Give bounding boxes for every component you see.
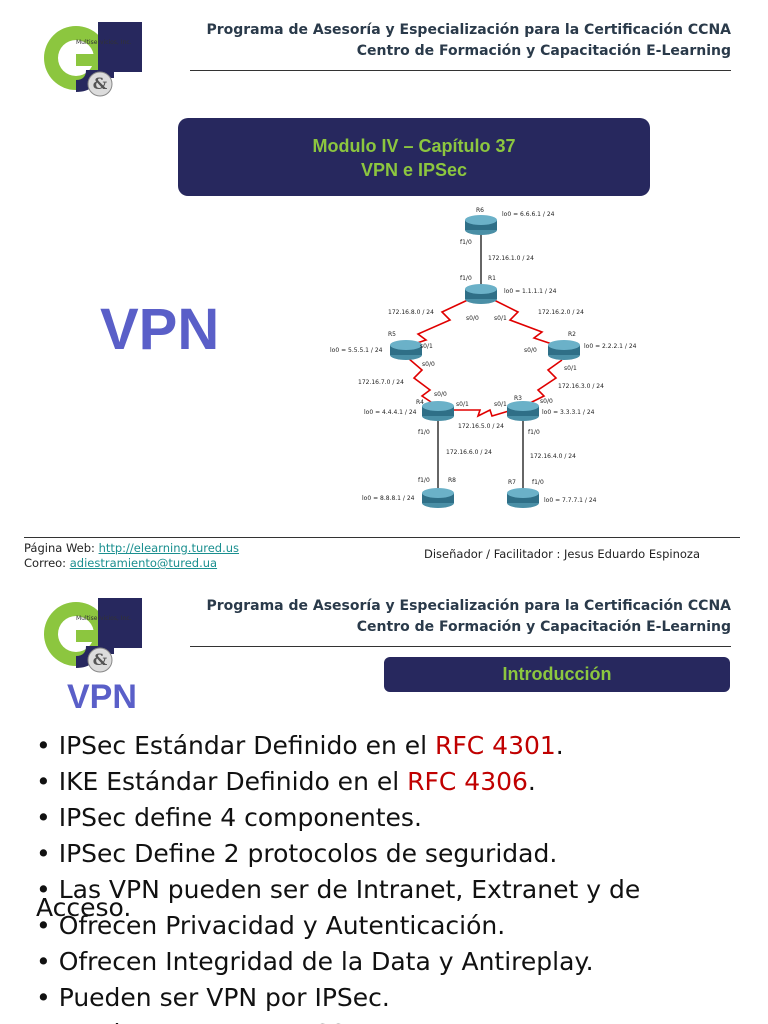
label-net-r1-r5: 172.16.8.0 / 24 bbox=[388, 309, 434, 316]
label-r3-f10: f1/0 bbox=[528, 429, 540, 436]
router-r3 bbox=[507, 401, 539, 421]
designer-credit: Diseñador / Facilitador : Jesus Eduardo … bbox=[424, 547, 700, 561]
label-r1-s01: s0/1 bbox=[494, 315, 507, 322]
label-r4-f10: f1/0 bbox=[418, 429, 430, 436]
title-box: Modulo IV – Capítulo 37 VPN e IPSec bbox=[178, 118, 650, 196]
label-net-r4-r8: 172.16.6.0 / 24 bbox=[446, 449, 492, 456]
router-r7 bbox=[507, 488, 539, 508]
label-r6-if: f1/0 bbox=[460, 239, 472, 246]
label-r5-s00: s0/0 bbox=[422, 361, 435, 368]
svg-text:Multiservicios, Inc.: Multiservicios, Inc. bbox=[76, 39, 132, 46]
footer-contacts: Página Web: http://elearning.tured.us Co… bbox=[24, 541, 239, 571]
label-r2-lo: lo0 = 2.2.2.1 / 24 bbox=[584, 343, 637, 350]
bullet-item: • Las VPN pueden ser de Intranet, Extran… bbox=[36, 872, 736, 922]
router-r8 bbox=[422, 488, 454, 508]
label-r7-if: f1/0 bbox=[532, 479, 544, 486]
label-r4-s01: s0/1 bbox=[456, 401, 469, 408]
label-r2-name: R2 bbox=[568, 331, 576, 338]
svg-text:&: & bbox=[93, 650, 108, 669]
router-r5 bbox=[390, 340, 422, 360]
router-r2 bbox=[548, 340, 580, 360]
title-line-1: Modulo IV – Capítulo 37 bbox=[312, 136, 516, 156]
company-logo-2: & Multiservicios, Inc. bbox=[40, 590, 150, 678]
link-r2-r3 bbox=[527, 359, 563, 405]
label-r6-lo: lo0 = 6.6.6.1 / 24 bbox=[502, 211, 555, 218]
vpn-label: VPN bbox=[67, 678, 137, 716]
network-diagram: R6 lo0 = 6.6.6.1 / 24 f1/0 172.16.1.0 / … bbox=[330, 207, 637, 508]
title-line-2: VPN e IPSec bbox=[360, 160, 468, 180]
section-title-box: Introducción bbox=[384, 657, 730, 692]
label-r8-name: R8 bbox=[448, 477, 456, 484]
label-r2-s00: s0/0 bbox=[524, 347, 537, 354]
header-line-2: Centro de Formación y Capacitación E-Lea… bbox=[356, 619, 731, 635]
link-r4-r3 bbox=[448, 408, 513, 418]
rfc-4306: RFC 4306 bbox=[407, 767, 528, 796]
label-net-r3-r7: 172.16.4.0 / 24 bbox=[530, 453, 576, 460]
company-logo: & Multiservicios, Inc. bbox=[40, 14, 150, 102]
header-line-1: Programa de Asesoría y Especialización p… bbox=[206, 598, 731, 614]
web-label: Página Web: bbox=[24, 541, 99, 555]
label-r7-name: R7 bbox=[508, 479, 516, 486]
slide-1: & Multiservicios, Inc. Programa de Aseso… bbox=[24, 14, 740, 571]
label-r1-name: R1 bbox=[488, 275, 496, 282]
label-r8-lo: lo0 = 8.8.8.1 / 24 bbox=[362, 495, 415, 502]
mail-label: Correo: bbox=[24, 556, 70, 570]
bullet-item: • Pueden ser VPN por IPSec. bbox=[36, 983, 390, 1012]
vpn-big-label: VPN bbox=[100, 297, 220, 362]
bullet-item: • IPSec Define 2 protocolos de seguridad… bbox=[36, 839, 558, 868]
label-r5-name: R5 bbox=[388, 331, 396, 338]
bullet-list: • IPSec Estándar Definido en el RFC 4301… bbox=[36, 728, 736, 1024]
link-r5-r4 bbox=[407, 357, 435, 405]
svg-text:Multiservicios, Inc.: Multiservicios, Inc. bbox=[76, 615, 132, 622]
label-r1-s00: s0/0 bbox=[466, 315, 479, 322]
label-net-r2-r3: 172.16.3.0 / 24 bbox=[558, 383, 604, 390]
label-r1-lo: lo0 = 1.1.1.1 / 24 bbox=[504, 288, 557, 295]
label-r4-lo: lo0 = 4.4.4.1 / 24 bbox=[364, 409, 417, 416]
label-r6: R6 bbox=[476, 207, 484, 214]
label-r1-if-top: f1/0 bbox=[460, 275, 472, 282]
bullet-item: • IPSec define 4 componentes. bbox=[36, 803, 422, 832]
rfc-4301: RFC 4301 bbox=[435, 731, 556, 760]
label-net-r4-r3: 172.16.5.0 / 24 bbox=[458, 423, 504, 430]
mail-link[interactable]: adiestramiento@tured.ua bbox=[69, 556, 218, 570]
header-divider-2 bbox=[190, 646, 731, 647]
label-r3-s00: s0/0 bbox=[540, 398, 553, 405]
bullet-wrap-overlap: Acceso. bbox=[36, 893, 132, 922]
label-r4-s00: s0/0 bbox=[434, 391, 447, 398]
slide-2: & Multiservicios, Inc. Programa de Aseso… bbox=[0, 578, 768, 1024]
label-r3-s01: s0/1 bbox=[494, 401, 507, 408]
link-r1-r5 bbox=[407, 297, 473, 347]
label-r7-lo: lo0 = 7.7.7.1 / 24 bbox=[544, 497, 597, 504]
svg-text:&: & bbox=[93, 74, 108, 93]
label-r8-if: f1/0 bbox=[418, 477, 430, 484]
bullet-item: • Pueden ser VPN por SSL. bbox=[36, 1016, 736, 1024]
label-r2-s01: s0/1 bbox=[564, 365, 577, 372]
header-line-2: Centro de Formación y Capacitación E-Lea… bbox=[356, 43, 731, 59]
label-r4-name: R4 bbox=[416, 399, 424, 406]
web-link[interactable]: http://elearning.tured.us bbox=[98, 541, 240, 555]
router-r4 bbox=[422, 401, 454, 421]
header-line-1: Programa de Asesoría y Especialización p… bbox=[206, 22, 731, 38]
label-r5-lo: lo0 = 5.5.5.1 / 24 bbox=[330, 347, 383, 354]
label-net-r1-r2: 172.16.2.0 / 24 bbox=[538, 309, 584, 316]
header-program-2: Programa de Asesoría y Especialización p… bbox=[206, 596, 731, 638]
footer-divider bbox=[24, 537, 740, 538]
label-r5-s01: s0/1 bbox=[420, 343, 433, 350]
header-divider bbox=[190, 70, 731, 71]
label-net-r6-r1: 172.16.1.0 / 24 bbox=[488, 255, 534, 262]
router-r1 bbox=[465, 284, 497, 304]
link-r1-r2 bbox=[489, 297, 559, 347]
label-net-r5-r4: 172.16.7.0 / 24 bbox=[358, 379, 404, 386]
router-r6 bbox=[465, 215, 497, 235]
bullet-item: • IKE Estándar Definido en el RFC 4306. bbox=[36, 767, 536, 796]
header-program: Programa de Asesoría y Especialización p… bbox=[206, 20, 731, 62]
bullet-item: • Ofrecen Privacidad y Autenticación. bbox=[36, 911, 506, 940]
label-r3-name: R3 bbox=[514, 395, 522, 402]
label-r3-lo: lo0 = 3.3.3.1 / 24 bbox=[542, 409, 595, 416]
bullet-item: • IPSec Estándar Definido en el RFC 4301… bbox=[36, 731, 564, 760]
bullet-item: • Ofrecen Integridad de la Data y Antire… bbox=[36, 947, 594, 976]
